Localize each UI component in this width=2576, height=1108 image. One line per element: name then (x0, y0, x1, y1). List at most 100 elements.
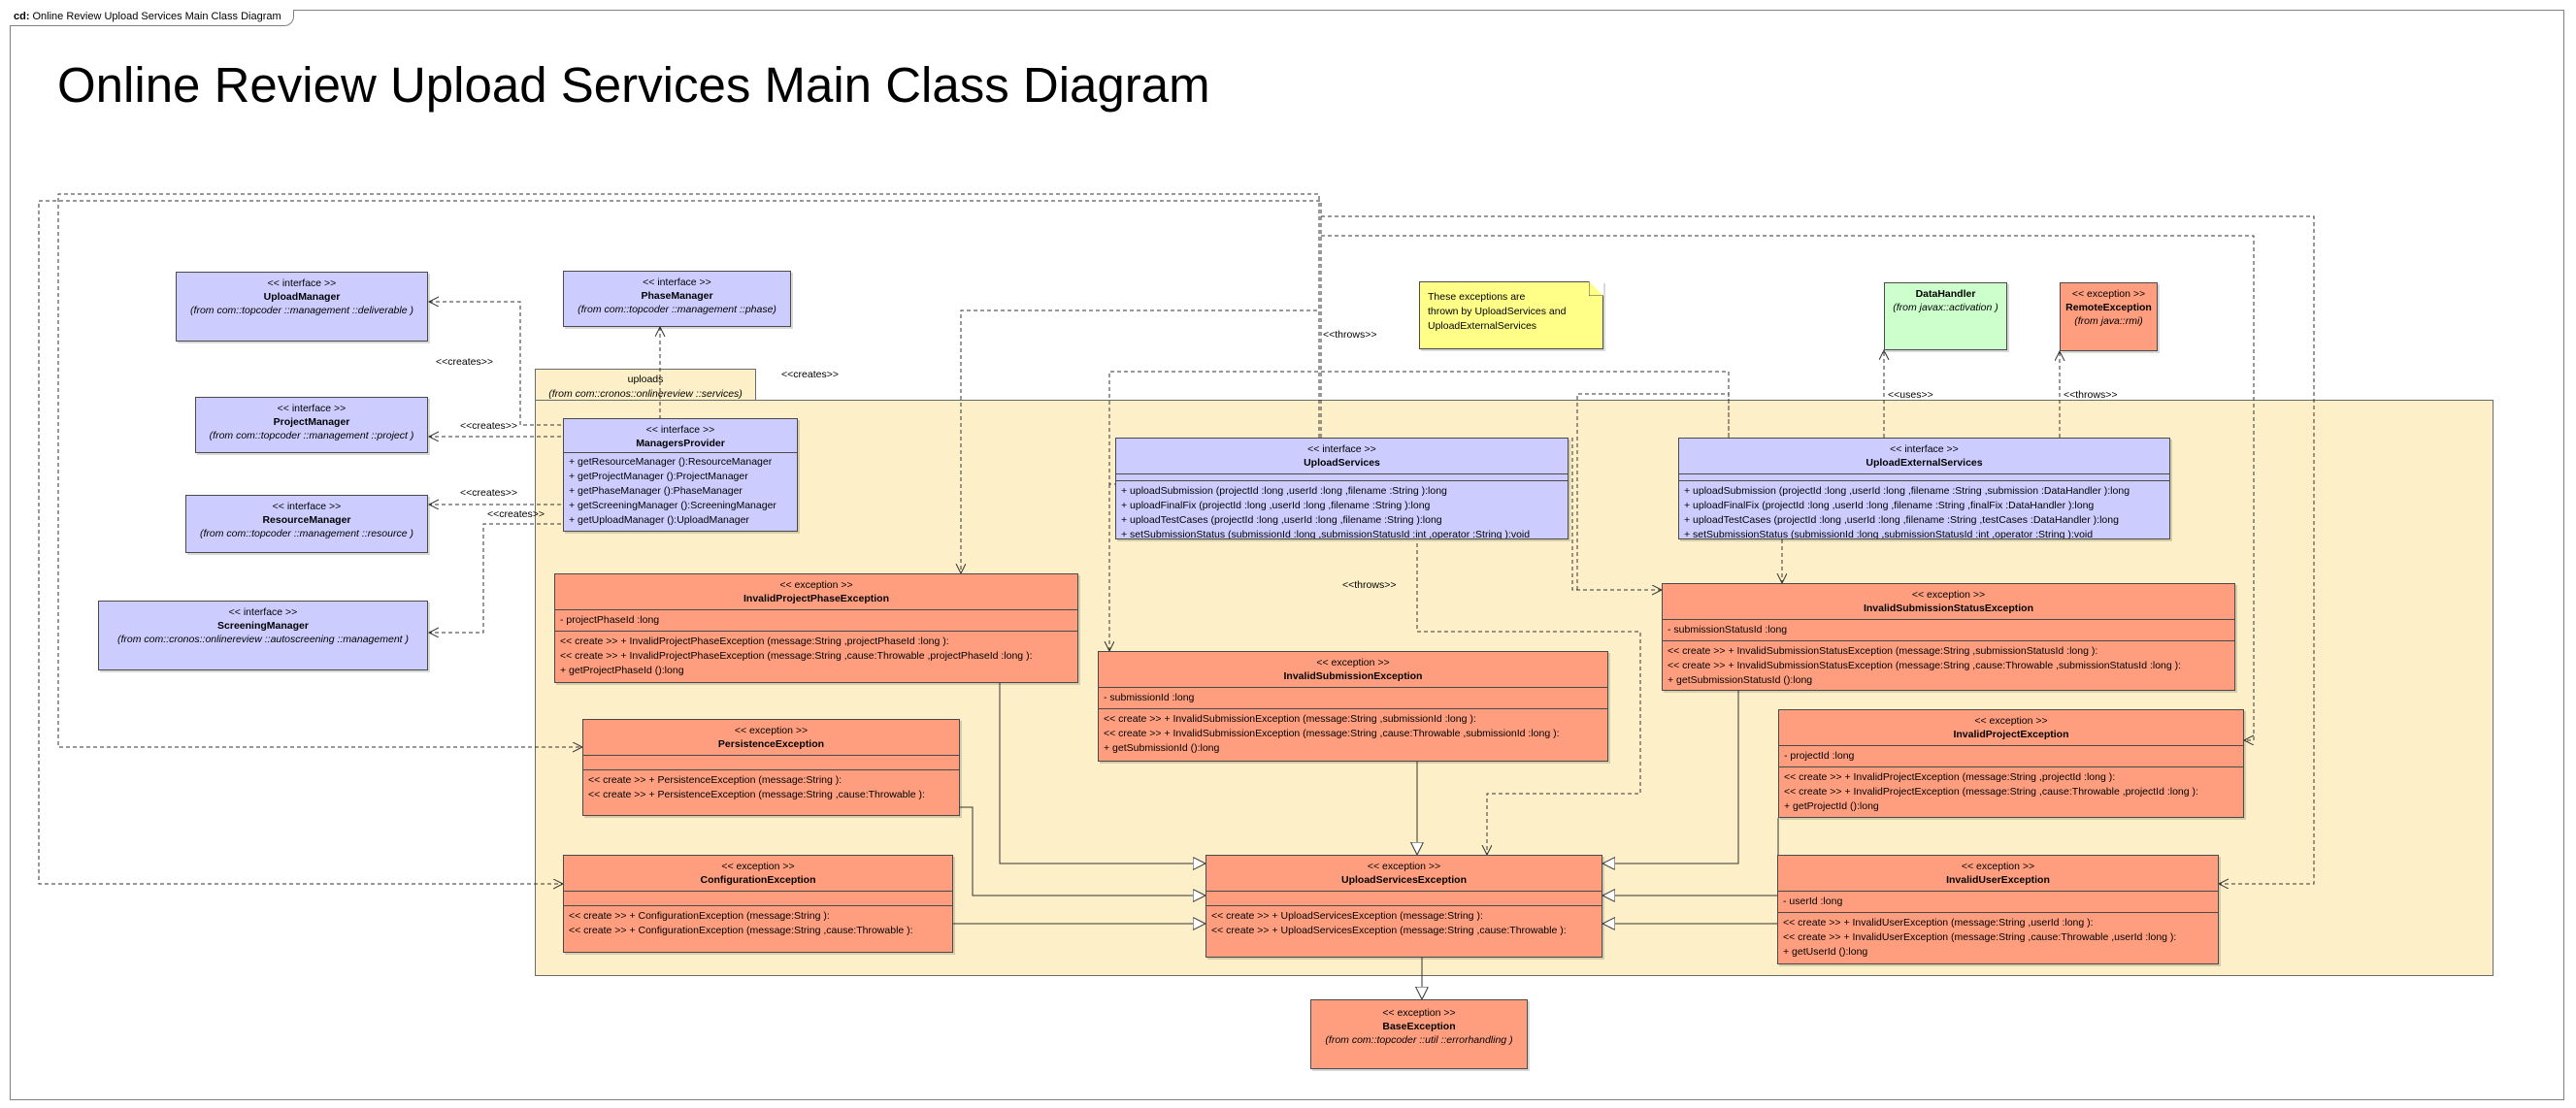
operation: + uploadTestCases (projectId :long ,user… (1121, 514, 1442, 526)
operation: << create >> + PersistenceException (mes… (588, 789, 925, 800)
operation: << create >> + ConfigurationException (m… (569, 925, 913, 936)
stereotype: << interface >> (277, 403, 347, 414)
invalid-submission-exception-class[interactable]: << exception >> InvalidSubmissionExceptio… (1098, 651, 1608, 762)
stereotype: << interface >> (267, 277, 337, 289)
invalid-user-exception-class[interactable]: << exception >> InvalidUserException - us… (1777, 855, 2219, 964)
operation: << create >> + InvalidSubmissionExceptio… (1104, 728, 1560, 739)
uses-label: <<uses>> (1888, 389, 1933, 401)
upload-external-services-interface[interactable]: << interface >> UploadExternalServices + … (1678, 438, 2170, 539)
throws-label-remote: <<throws>> (2064, 389, 2118, 401)
stereotype: << exception >> (779, 579, 853, 591)
class-from: (from java::rmi) (2074, 315, 2143, 327)
class-name: InvalidUserException (1946, 874, 2050, 886)
package-from: (from com::cronos::onlinereview ::servic… (548, 388, 743, 400)
attribute: - projectPhaseId :long (560, 614, 660, 626)
attribute: - userId :long (1783, 896, 1843, 907)
upload-services-interface[interactable]: << interface >> UploadServices + uploadSu… (1115, 438, 1569, 539)
throws-ext-upload-services (1576, 393, 1730, 590)
stereotype: << interface >> (1890, 443, 1959, 455)
creates-label-project: <<creates>> (460, 420, 517, 432)
operation: << create >> + InvalidProjectPhaseExcept… (560, 650, 1033, 662)
throws-invalid-project-phase (961, 310, 1317, 573)
operation: << create >> + InvalidProjectException (… (1784, 786, 2198, 798)
invalid-project-exception-class[interactable]: << exception >>InvalidProjectException -… (1778, 709, 2244, 818)
resource-manager-interface[interactable]: << interface >>ResourceManager(from com:… (185, 495, 428, 553)
stereotype: << interface >> (1307, 443, 1376, 455)
class-name: InvalidSubmissionException (1283, 670, 1423, 682)
operation: + getSubmissionId ():long (1104, 742, 1220, 754)
stereotype: << exception >> (1316, 657, 1390, 668)
operation: << create >> + InvalidSubmissionStatusEx… (1668, 660, 2182, 671)
upload-services-exception-class[interactable]: << exception >>UploadServicesException <… (1205, 855, 1602, 958)
operation: << create >> + InvalidProjectException (… (1784, 771, 2116, 783)
frame-tab: cd:Online Review Upload Services Main Cl… (10, 10, 294, 26)
persistence-exception-class[interactable]: << exception >>PersistenceException << c… (582, 719, 960, 816)
upload-manager-interface[interactable]: << interface >>UploadManager(from com::t… (176, 272, 428, 342)
operation: + getSubmissionStatusId ():long (1668, 674, 1813, 686)
stereotype: << exception >> (1961, 861, 2035, 872)
creates-label-resource: <<creates>> (460, 487, 517, 499)
operation: << create >> + UploadServicesException (… (1211, 910, 1483, 922)
operation: + getPhaseManager ():PhaseManager (569, 485, 743, 497)
configuration-exception-class[interactable]: << exception >>ConfigurationException <<… (563, 855, 953, 953)
class-name: RemoteException (2065, 302, 2152, 313)
stereotype: << exception >> (721, 861, 795, 872)
class-from: (from com::topcoder ::util ::errorhandli… (1325, 1034, 1513, 1046)
managers-provider-interface[interactable]: << interface >> ManagersProvider + getRes… (563, 418, 798, 532)
throws-invalid-user (1321, 215, 2315, 884)
class-name: ResourceManager (262, 514, 351, 526)
attribute: - submissionId :long (1104, 692, 1195, 703)
operation: + getResourceManager ():ResourceManager (569, 456, 773, 468)
diagram-title: Online Review Upload Services Main Class… (57, 57, 1210, 113)
operation: + uploadFinalFix (projectId :long ,userI… (1684, 500, 2095, 511)
screening-manager-interface[interactable]: << interface >>ScreeningManager(from com… (98, 601, 428, 670)
operation: + uploadSubmission (projectId :long ,use… (1121, 485, 1447, 497)
stereotype: << interface >> (643, 277, 711, 288)
data-handler-class[interactable]: DataHandler(from javax::activation ) (1884, 282, 2007, 350)
operation: + uploadTestCases (projectId :long ,user… (1684, 514, 2119, 526)
class-name: ProjectManager (273, 416, 350, 428)
exceptions-note: These exceptions are thrown by UploadSer… (1419, 281, 1603, 349)
attribute: - projectId :long (1784, 750, 1855, 762)
stereotype: << exception >> (1911, 589, 1986, 601)
project-manager-interface[interactable]: << interface >>ProjectManager(from com::… (195, 397, 428, 453)
class-name: ManagersProvider (636, 438, 725, 449)
attribute: - submissionStatusId :long (1668, 624, 1788, 635)
class-name: UploadServices (1304, 457, 1380, 469)
class-from: (from com::topcoder ::management ::resou… (199, 528, 413, 539)
invalid-submission-status-exception-class[interactable]: << exception >>InvalidSubmissionStatusEx… (1662, 583, 2235, 691)
note-line-2: thrown by UploadServices and (1428, 306, 1567, 317)
note-corner-icon (1589, 281, 1603, 296)
creates-label-screening: <<creates>> (487, 508, 545, 520)
gen-persistence (960, 806, 1205, 896)
operation: + setSubmissionStatus (submissionId :lon… (1684, 529, 2094, 539)
note-line-3: UploadExternalServices (1428, 320, 1537, 332)
stereotype: << interface >> (645, 424, 715, 436)
invalid-project-phase-exception-class[interactable]: << exception >>InvalidProjectPhaseExcept… (554, 573, 1078, 683)
class-from: (from com::topcoder ::management ::deliv… (190, 305, 413, 316)
phase-manager-interface[interactable]: << interface >>PhaseManager(from com::to… (563, 271, 791, 327)
operation: + getProjectManager ():ProjectManager (569, 471, 748, 482)
class-name: UploadExternalServices (1866, 457, 1983, 469)
operation: + getProjectId ():long (1784, 800, 1879, 812)
package-name: uploads (627, 374, 664, 385)
creates-upload-manager (429, 302, 561, 426)
class-name: UploadManager (263, 291, 341, 303)
throws-invalid-submission-status (1571, 438, 1662, 590)
stereotype: << exception >> (2071, 288, 2146, 300)
class-name: UploadServicesException (1341, 874, 1467, 886)
creates-label-upload: <<creates>> (436, 356, 493, 368)
class-name: DataHandler (1915, 288, 1976, 300)
operation: + getUploadManager ():UploadManager (569, 514, 749, 526)
class-from: (from com::cronos::onlinereview ::autosc… (117, 634, 409, 645)
operation: + getProjectPhaseId ():long (560, 665, 684, 676)
stereotype: << exception >> (1382, 1007, 1456, 1019)
operation: + setSubmissionStatus (submissionId :lon… (1121, 529, 1531, 539)
operation: << create >> + InvalidProjectPhaseExcept… (560, 635, 949, 647)
remote-exception-class[interactable]: << exception >> RemoteException (from java… (2060, 282, 2158, 351)
gen-invalid-submission-status (1602, 691, 1739, 864)
base-exception-class[interactable]: << exception >>BaseException(from com::t… (1310, 999, 1528, 1069)
class-name: BaseException (1382, 1021, 1456, 1032)
class-name: InvalidProjectException (1953, 729, 2069, 740)
